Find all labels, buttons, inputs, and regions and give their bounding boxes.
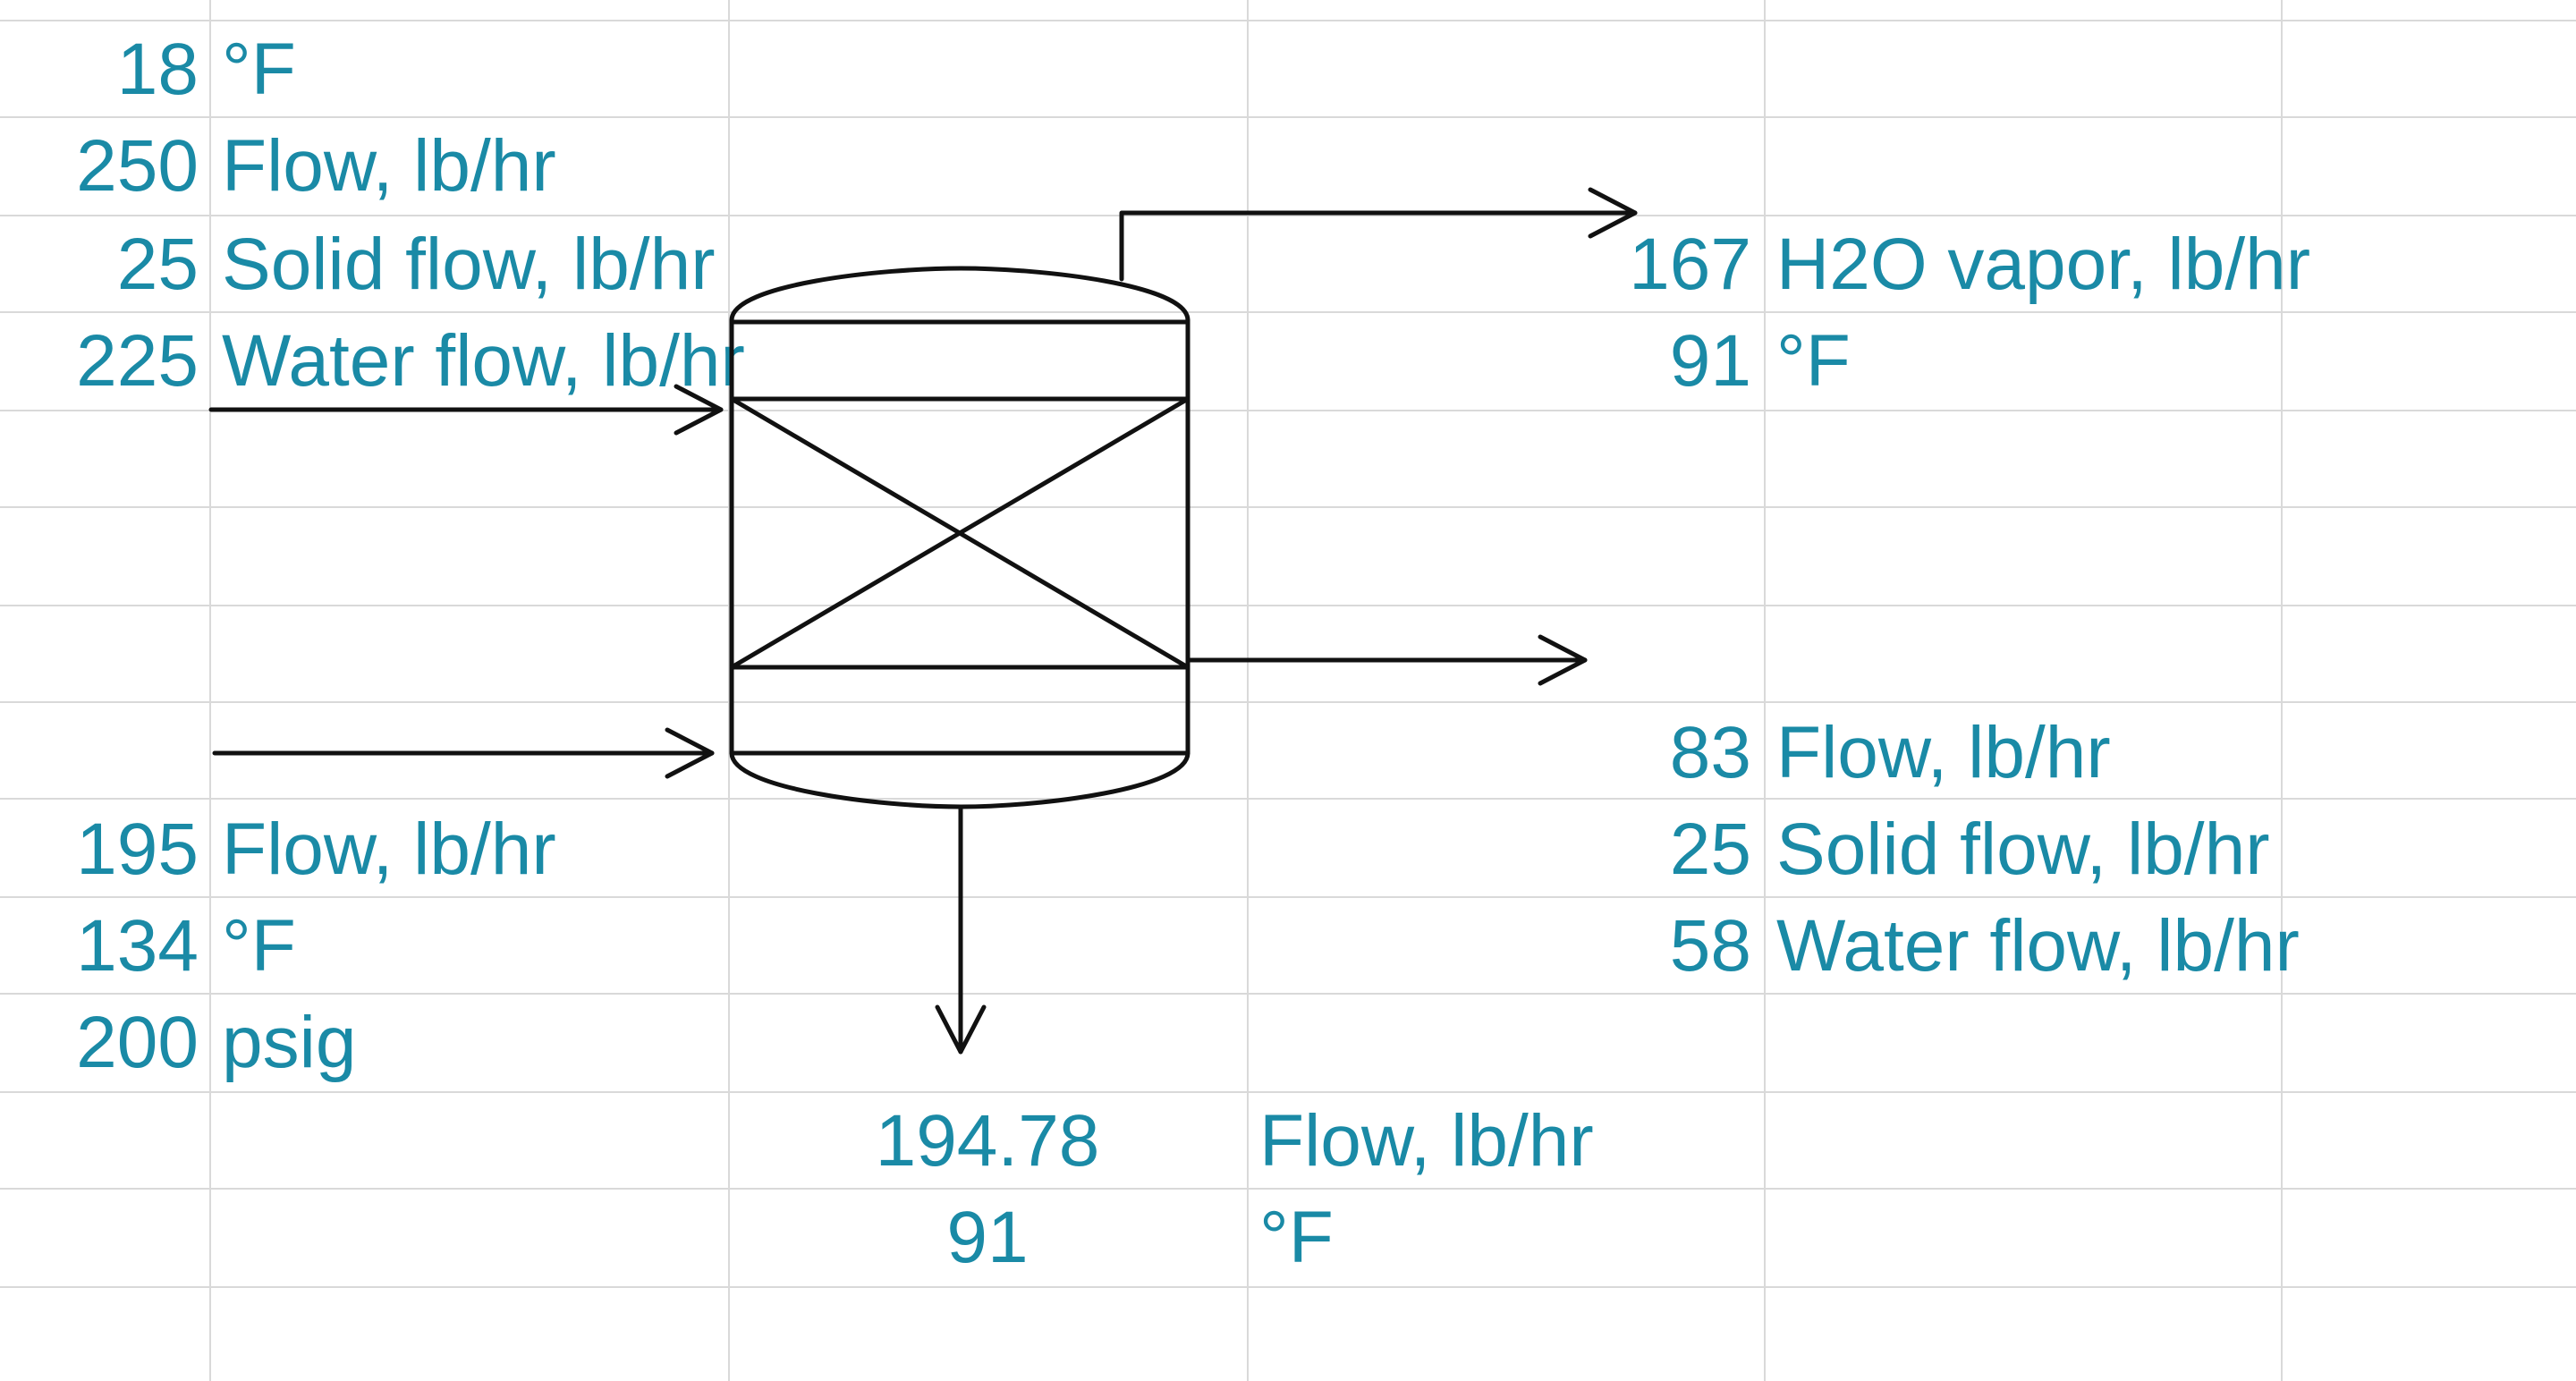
vapor-temperature-unit[interactable]: °F [1776, 320, 1851, 402]
bottom-temperature-value[interactable]: 91 [946, 1197, 1029, 1278]
gridline-column [1247, 0, 1249, 1381]
gridline-column [728, 0, 730, 1381]
gridline-row [0, 1091, 2576, 1093]
steam-inlet-arrow [212, 727, 715, 779]
vapor-h2o-value[interactable]: 167 [1629, 224, 1751, 305]
gridline-row [0, 896, 2576, 898]
gridline-column [209, 0, 211, 1381]
gridline-row [0, 410, 2576, 411]
gridline-row [0, 116, 2576, 118]
gridline-row [0, 506, 2576, 508]
gridline-row [0, 605, 2576, 606]
feed-solid-flow-value[interactable]: 25 [116, 224, 199, 305]
product-water-flow-unit[interactable]: Water flow, lb/hr [1776, 905, 2300, 987]
gridline-row [0, 993, 2576, 995]
bottom-outlet-arrow [935, 804, 987, 1055]
bottom-temperature-unit[interactable]: °F [1259, 1197, 1334, 1278]
gridline-column [1764, 0, 1766, 1381]
gridline-row [0, 701, 2576, 703]
vapor-temperature-value[interactable]: 91 [1669, 320, 1751, 402]
vessel[interactable] [729, 266, 1191, 809]
feed-temperature-value[interactable]: 18 [116, 29, 199, 110]
steam-pressure-value[interactable]: 200 [76, 1002, 199, 1083]
bottom-flow-value[interactable]: 194.78 [875, 1100, 1100, 1182]
vapor-h2o-unit[interactable]: H2O vapor, lb/hr [1776, 224, 2311, 305]
steam-temperature-value[interactable]: 134 [76, 905, 199, 987]
feed-solid-flow-unit[interactable]: Solid flow, lb/hr [222, 224, 716, 305]
packing-diagonal-1 [729, 396, 1191, 670]
feed-flow-unit[interactable]: Flow, lb/hr [222, 125, 556, 207]
gridline-row [0, 1286, 2576, 1288]
feed-flow-value[interactable]: 250 [76, 125, 199, 207]
product-water-flow-value[interactable]: 58 [1669, 905, 1751, 987]
product-flow-value[interactable]: 83 [1669, 712, 1751, 793]
product-solid-flow-value[interactable]: 25 [1669, 809, 1751, 890]
gridline-column [2281, 0, 2283, 1381]
steam-flow-unit[interactable]: Flow, lb/hr [222, 809, 556, 890]
gridline-row [0, 311, 2576, 313]
bottom-flow-unit[interactable]: Flow, lb/hr [1259, 1100, 1594, 1182]
feed-water-flow-value[interactable]: 225 [76, 320, 199, 402]
packing-diagonal-2 [729, 396, 1191, 670]
steam-pressure-unit[interactable]: psig [222, 1002, 357, 1083]
gridline-row [0, 1188, 2576, 1190]
steam-flow-value[interactable]: 195 [76, 809, 199, 890]
product-flow-unit[interactable]: Flow, lb/hr [1776, 712, 2111, 793]
gridline-row [0, 20, 2576, 21]
gridline-row [0, 798, 2576, 800]
feed-water-flow-unit[interactable]: Water flow, lb/hr [222, 320, 745, 402]
steam-temperature-unit[interactable]: °F [222, 905, 296, 987]
product-solid-flow-unit[interactable]: Solid flow, lb/hr [1776, 809, 2270, 890]
feed-temperature-unit[interactable]: °F [222, 29, 296, 110]
